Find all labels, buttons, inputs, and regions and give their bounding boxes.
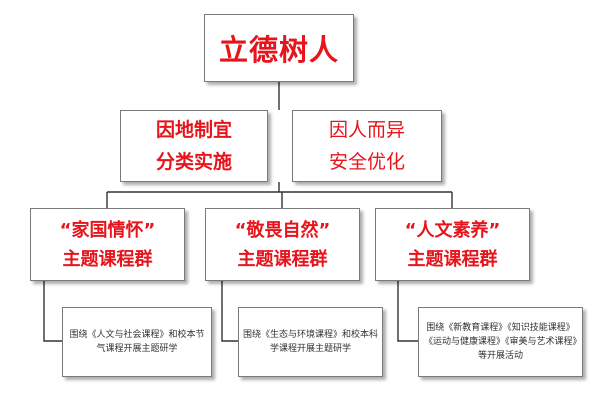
group-2-to-desc-elbow: [221, 281, 238, 342]
principle-right-line1: 因人而异: [328, 119, 405, 141]
course-group-1-subtitle: 主题课程群: [62, 248, 153, 270]
group-3-to-desc-elbow: [397, 281, 418, 342]
course-group-2-subtitle: 主题课程群: [237, 248, 328, 270]
course-group-1-description-box: 围绕《人文与社会课程》和校本节气课程开展主题研学: [62, 307, 212, 377]
course-group-3-title: “人文素养”: [404, 219, 501, 241]
course-group-2-title: “敬畏自然”: [234, 219, 331, 241]
course-group-2-description-box: 围绕《生态与环境课程》和校本科学课程开展主题研学: [238, 307, 383, 377]
principle-right-line2: 安全优化: [328, 151, 405, 173]
principle-left-line1: 因地制宜: [155, 119, 232, 141]
principle-left-line2: 分类实施: [155, 151, 232, 173]
course-group-2-description: 围绕《生态与环境课程》和校本科学课程开展主题研学: [243, 330, 379, 354]
group-1-to-desc-elbow: [43, 281, 62, 342]
course-group-node-2: “敬畏自然” 主题课程群: [205, 208, 360, 281]
root-label: 立德树人: [218, 33, 339, 67]
root-node: 立德树人: [204, 14, 354, 82]
course-group-node-3: “人文素养” 主题课程群: [375, 208, 530, 281]
principle-node-right: 因人而异 安全优化: [292, 110, 442, 182]
course-group-3-description-box: 围绕《新教育课程》《知识技能课程》《运动与健康课程》《审美与艺术课程》等开展活动: [418, 307, 583, 377]
course-group-1-title: “家国情怀”: [59, 219, 156, 241]
principle-node-left: 因地制宜 分类实施: [120, 110, 268, 182]
course-group-3-subtitle: 主题课程群: [407, 248, 498, 270]
course-group-node-1: “家国情怀” 主题课程群: [30, 208, 185, 281]
course-group-1-description: 围绕《人文与社会课程》和校本节气课程开展主题研学: [69, 330, 205, 354]
course-group-3-description: 围绕《新教育课程》《知识技能课程》《运动与健康课程》《审美与艺术课程》等开展活动: [423, 323, 577, 361]
